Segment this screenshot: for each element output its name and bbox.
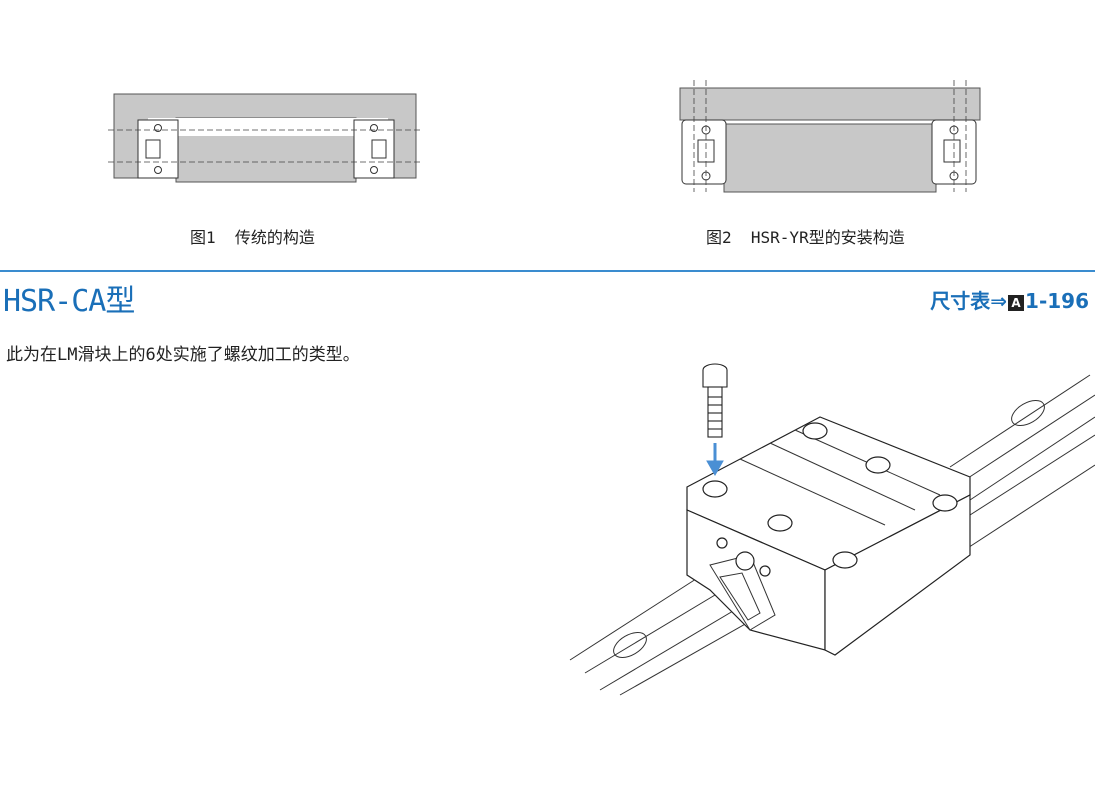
figure2-caption: 图2 HSR-YR型的安装构造 (706, 228, 905, 247)
catalog-a-icon: A (1008, 295, 1025, 311)
section-divider (0, 270, 1095, 272)
dimension-ref-label: 尺寸表⇒ (930, 289, 1008, 313)
figure2-diagram (679, 80, 981, 193)
lm-block-illustration (569, 363, 1095, 696)
figure1-caption: 图1 传统的构造 (190, 228, 315, 247)
section-description: 此为在LM滑块上的6处实施了螺纹加工的类型。 (6, 345, 360, 365)
dimension-ref-page: 1-196 (1025, 289, 1089, 313)
figure1-diagram (108, 93, 423, 183)
section-title: HSR-CA型 (3, 284, 135, 319)
